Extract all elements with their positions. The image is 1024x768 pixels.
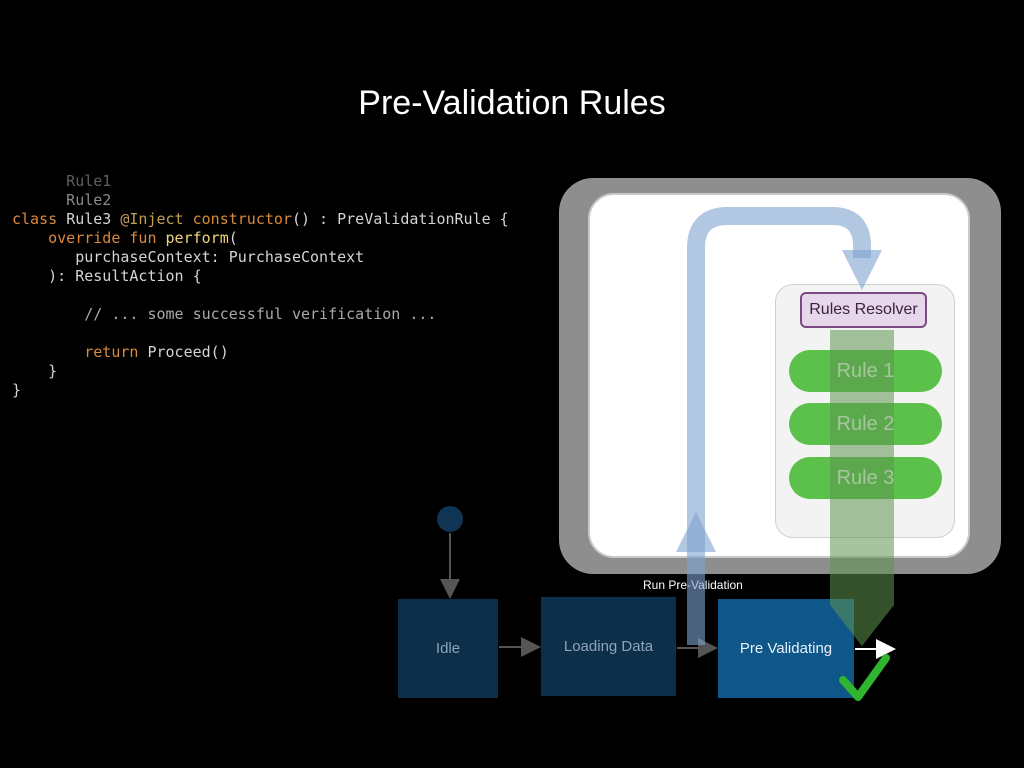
code-line: override fun perform( — [12, 229, 509, 248]
code-line: return Proceed() — [12, 343, 509, 362]
code-line: Rule1 — [12, 172, 509, 191]
slide-title: Pre-Validation Rules — [358, 84, 666, 122]
code-token: constructor — [192, 210, 292, 228]
code-line: } — [12, 381, 509, 400]
state-loading-data: Loading Data — [541, 597, 676, 696]
state-pre-validating: Pre Validating — [718, 599, 854, 698]
rule-flow-band — [830, 330, 894, 646]
checkmark-icon — [839, 654, 890, 701]
flow-arrow-loop — [687, 207, 871, 645]
code-token: Rule3 — [66, 210, 121, 228]
code-token: } — [12, 362, 58, 380]
code-token: return — [12, 343, 148, 361]
flow-arrow-head-up — [676, 512, 716, 552]
code-token: () : PreValidationRule { — [291, 210, 509, 228]
code-token: override fun — [12, 229, 166, 247]
code-token: // ... some successful verification ... — [12, 305, 437, 323]
code-token: Rule2 — [12, 191, 112, 209]
code-token: Proceed() — [147, 343, 229, 361]
code-token: ): ResultAction { — [12, 267, 202, 285]
code-line: purchaseContext: PurchaseContext — [12, 248, 509, 267]
rules-resolver-label: Rules Resolver — [800, 292, 927, 328]
code-token: @Inject — [120, 210, 193, 228]
code-line: Rule2 — [12, 191, 509, 210]
code-token: ( — [228, 229, 238, 247]
code-token: Rule1 — [12, 172, 112, 190]
code-line: } — [12, 362, 509, 381]
code-line: class Rule3 @Inject constructor() : PreV… — [12, 210, 509, 229]
code-token: perform — [165, 229, 229, 247]
code-token: class — [12, 210, 67, 228]
initial-state-dot — [437, 506, 463, 532]
code-token: purchaseContext: PurchaseContext — [12, 248, 365, 266]
flow-arrow-head-down — [842, 250, 882, 290]
code-line: ): ResultAction { — [12, 267, 509, 286]
code-line: // ... some successful verification ... — [12, 305, 509, 324]
code-token: } — [12, 381, 22, 399]
state-idle: Idle — [398, 599, 498, 698]
